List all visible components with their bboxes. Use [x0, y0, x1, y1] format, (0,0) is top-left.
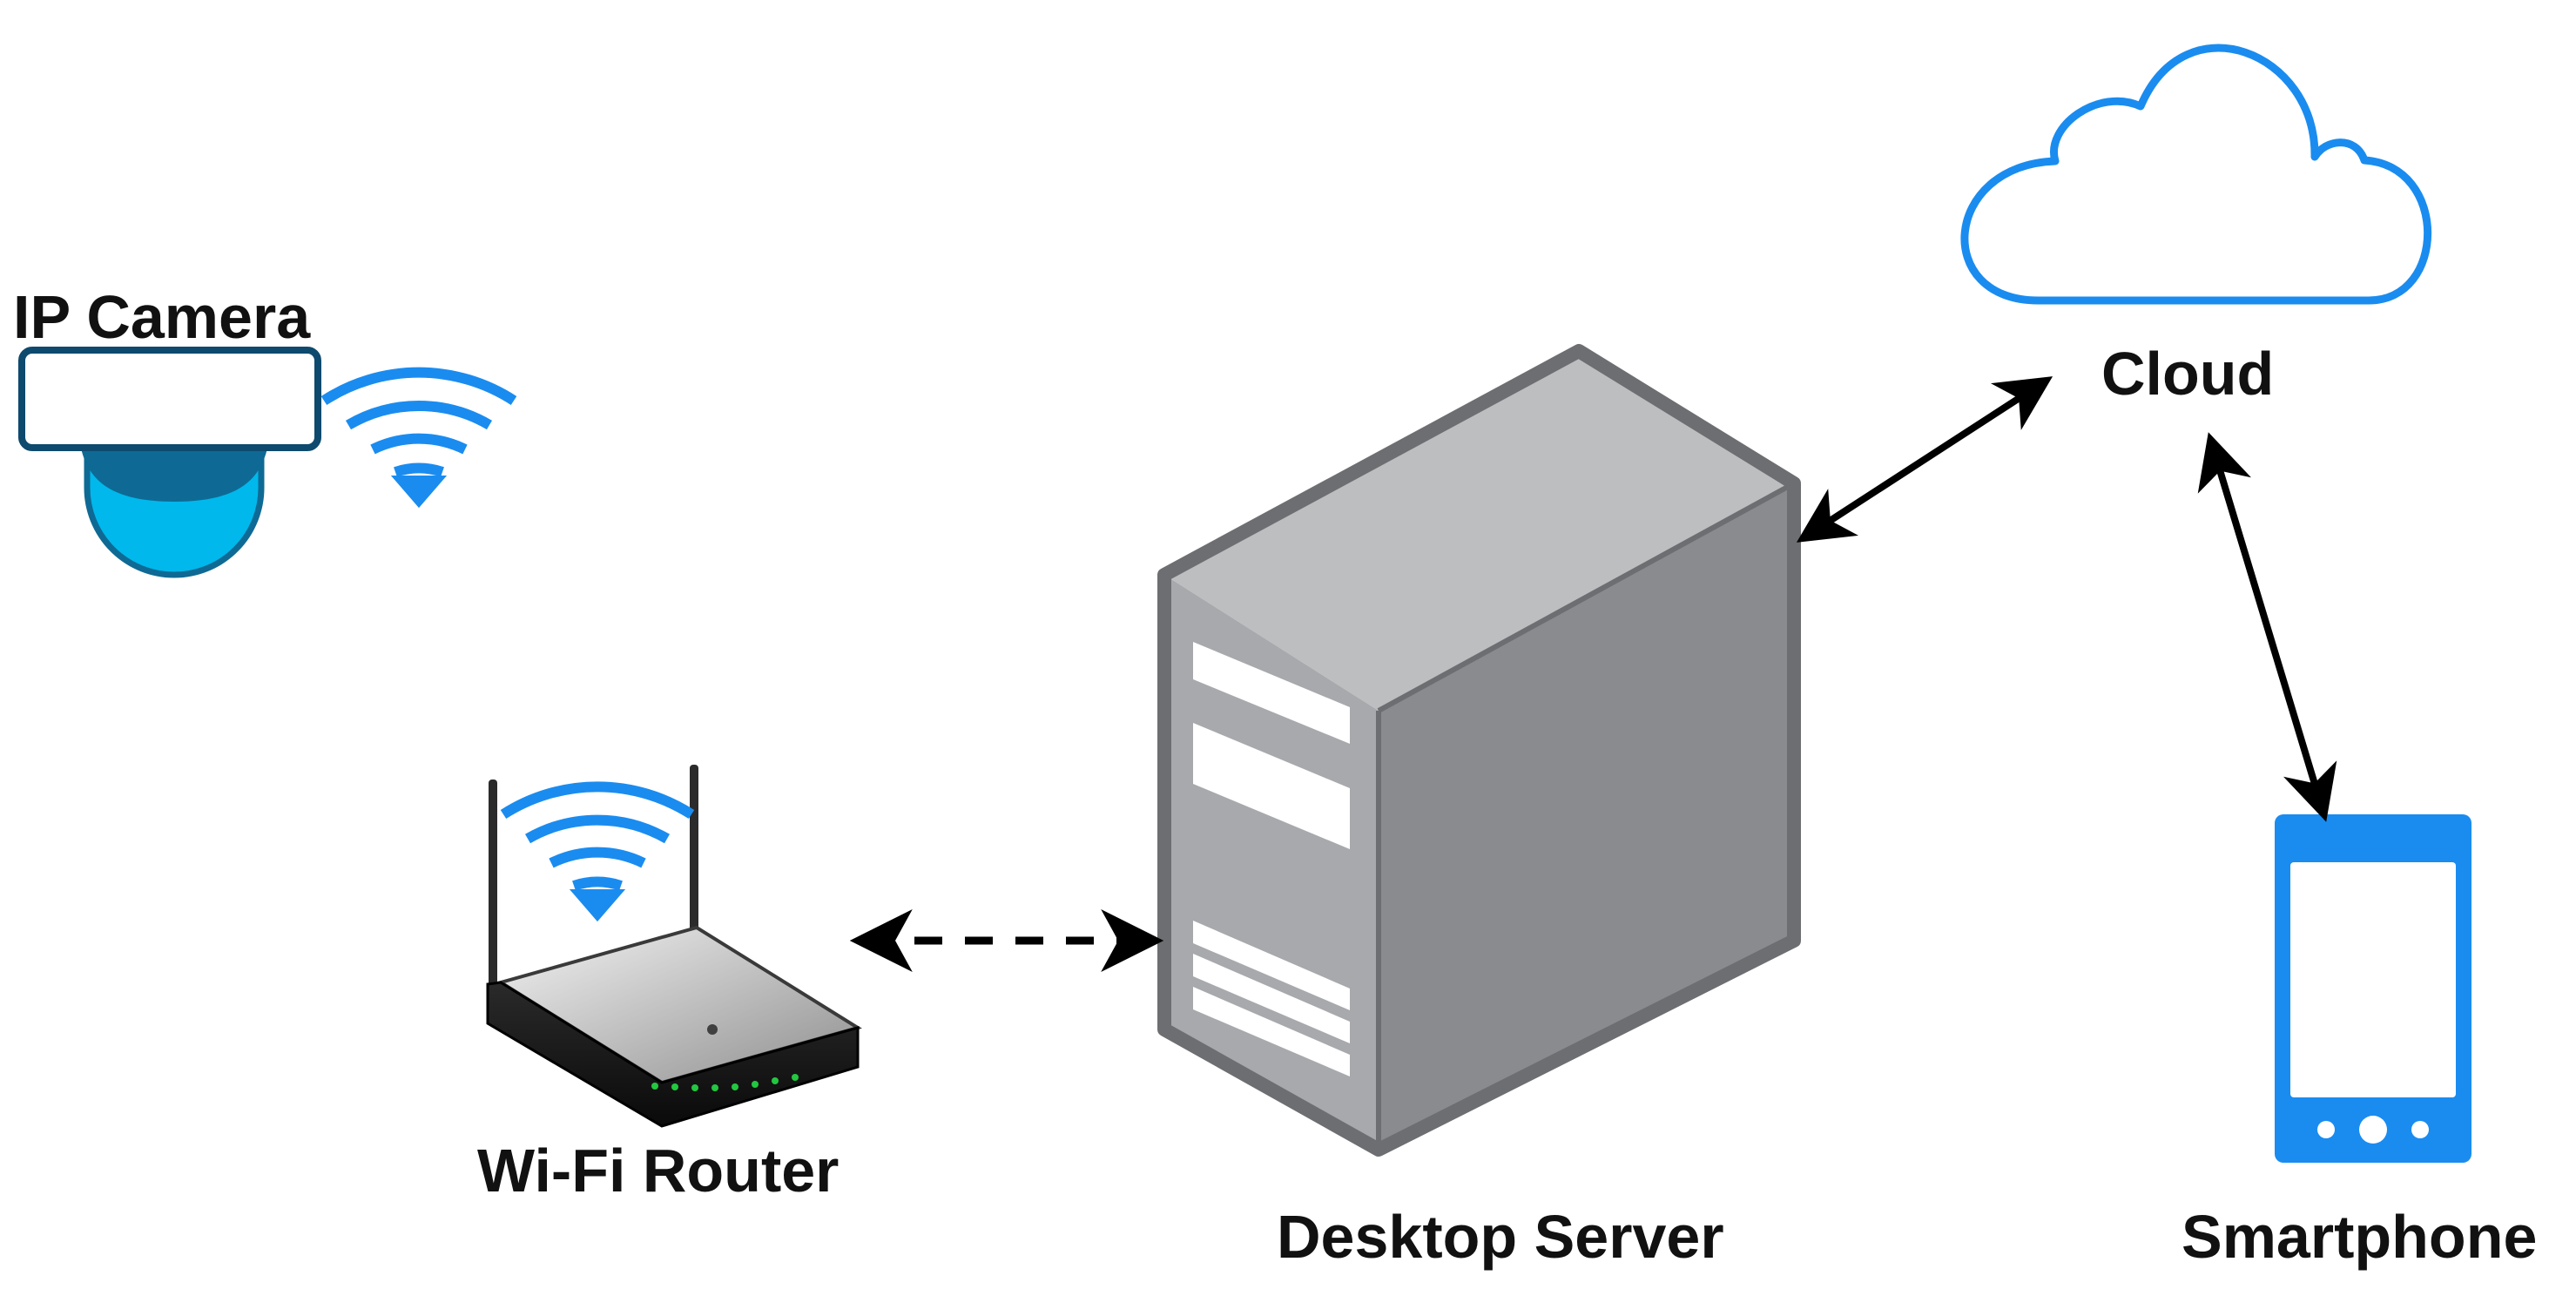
server-cloud-arrow: [1796, 376, 2053, 543]
cloud-icon: [1960, 44, 2431, 305]
cloud-label: Cloud: [2101, 340, 2274, 408]
desktop-server-label: Desktop Server: [1277, 1203, 1724, 1271]
ip-camera-label: IP Camera: [13, 283, 311, 351]
desktop-server-icon: [1157, 344, 1801, 1157]
wifi-router-icon: [486, 765, 862, 1128]
router-led-icons: [651, 1074, 799, 1091]
cloud-smartphone-arrow: [2197, 432, 2337, 822]
smartphone-icon: [2275, 814, 2471, 1163]
ip-camera-icon: [18, 347, 321, 578]
camera-wifi-icon: [320, 367, 517, 509]
router-wifi-icon: [500, 781, 695, 922]
wifi-router-label: Wi-Fi Router: [477, 1137, 839, 1205]
server-drive-bays: [1193, 642, 1350, 1076]
smartphone-label: Smartphone: [2182, 1203, 2537, 1271]
